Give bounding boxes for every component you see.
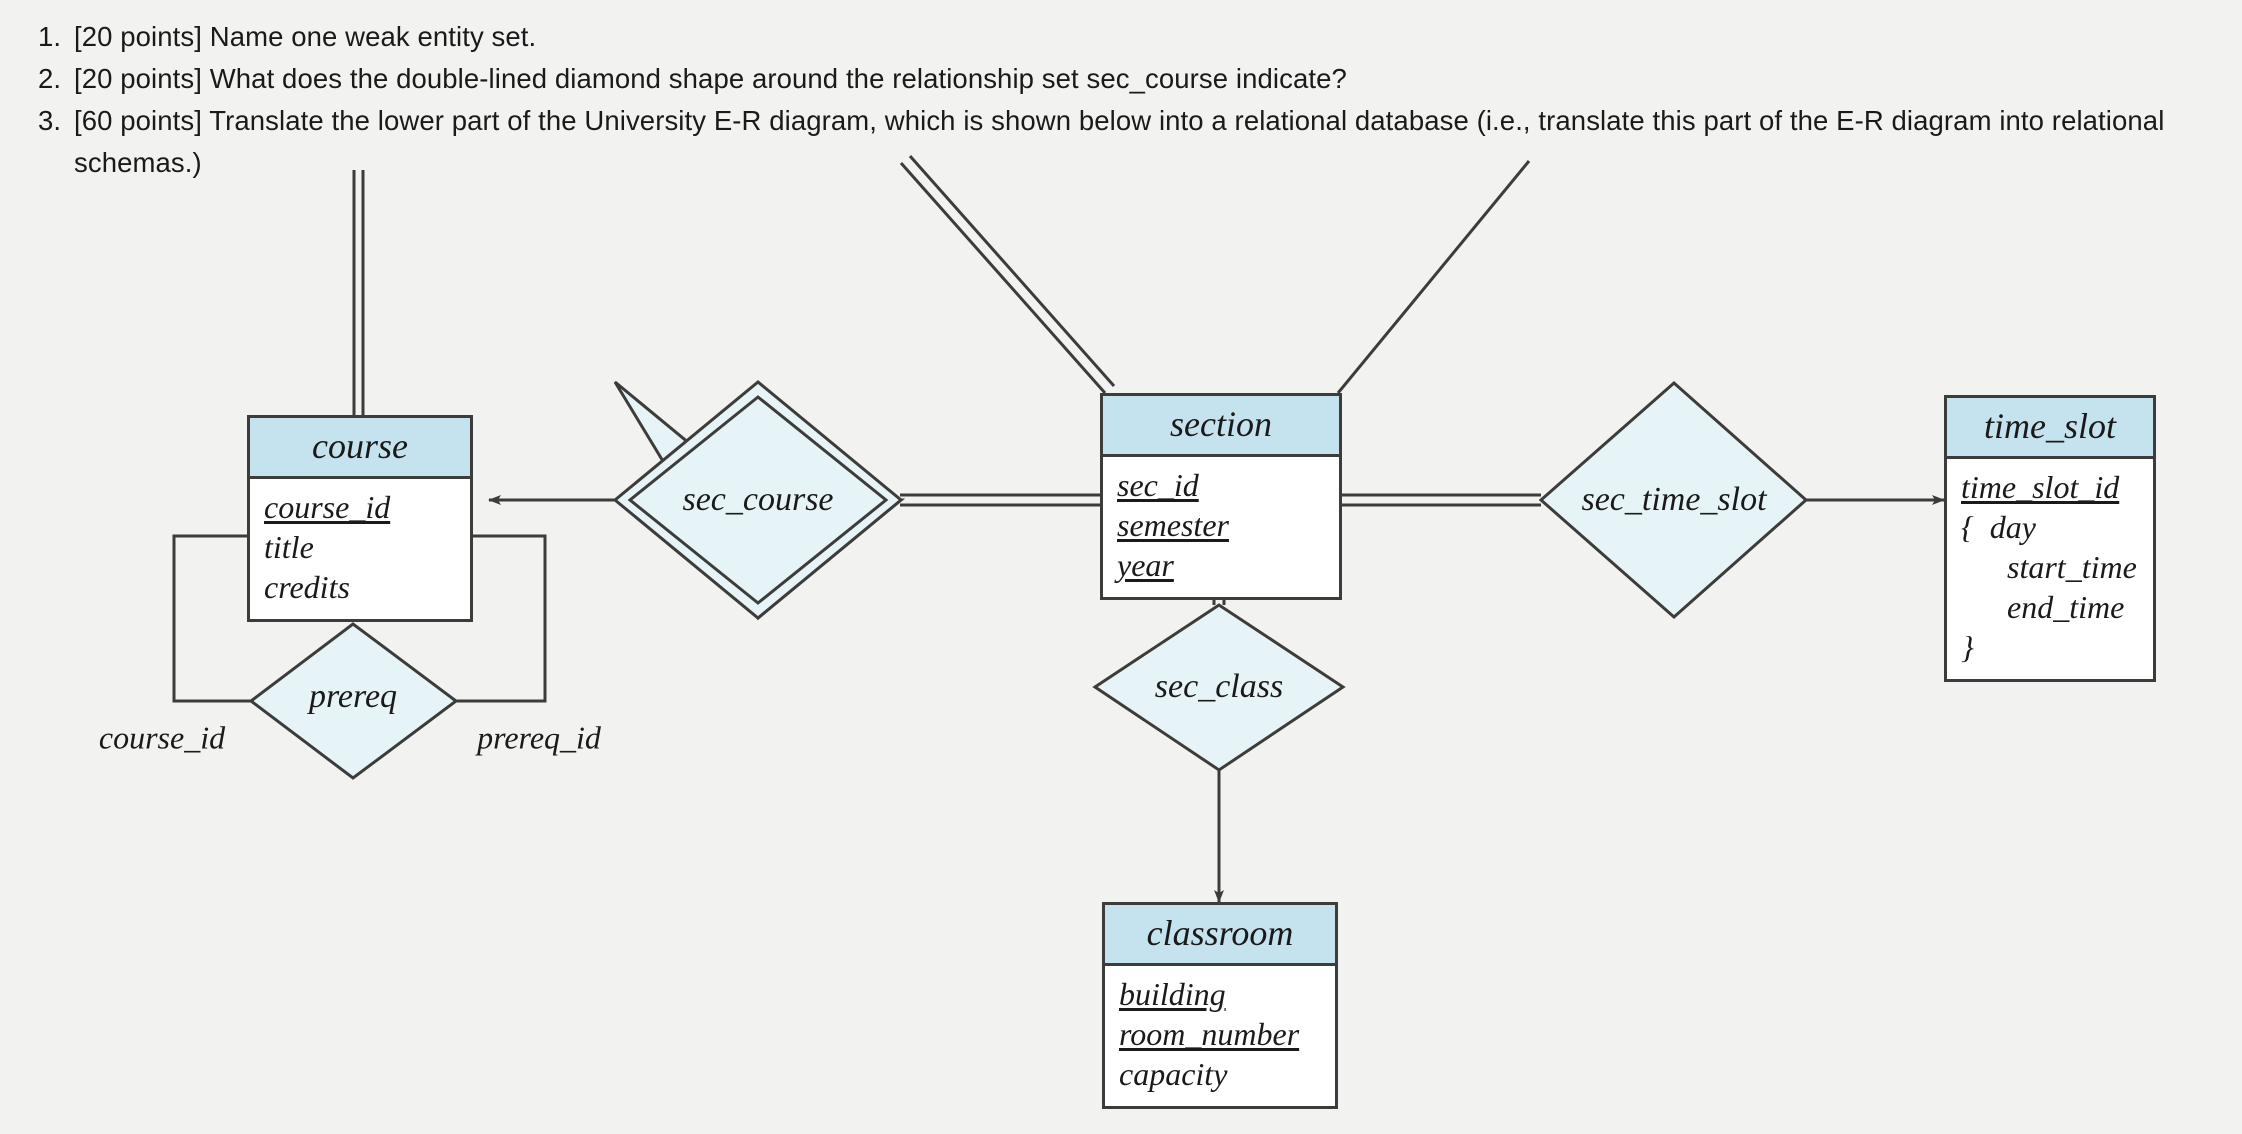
attribute-multivalued-close: } bbox=[1961, 629, 1974, 665]
question-list: 1. [20 points] Name one weak entity set.… bbox=[38, 16, 2198, 184]
attribute-building: building bbox=[1119, 976, 1226, 1012]
entity-course-attributes: course_id title credits bbox=[250, 479, 470, 619]
attribute-title: title bbox=[264, 529, 314, 565]
attribute-room-number: room_number bbox=[1119, 1016, 1300, 1052]
entity-section[interactable]: section sec_id semester year bbox=[1100, 393, 1342, 600]
question-number: 2. bbox=[38, 63, 62, 94]
entity-course[interactable]: course course_id title credits bbox=[247, 415, 473, 622]
entity-classroom[interactable]: classroom building room_number capacity bbox=[1102, 902, 1338, 1109]
line-section-upleft-b bbox=[908, 155, 1116, 387]
question-text: [20 points] What does the double-lined d… bbox=[74, 63, 1347, 94]
question-item: 3. [60 points] Translate the lower part … bbox=[38, 100, 2198, 184]
sec-course-inner-shape bbox=[627, 395, 889, 605]
question-item: 2. [20 points] What does the double-line… bbox=[38, 58, 2198, 100]
entity-classroom-attributes: building room_number capacity bbox=[1105, 966, 1335, 1106]
relationship-prereq[interactable] bbox=[248, 622, 459, 780]
role-label-course-id: course_id bbox=[98, 719, 226, 756]
relationship-sec-time-slot[interactable] bbox=[1538, 380, 1809, 620]
attribute-credits: credits bbox=[264, 569, 350, 605]
line-section-upleft-a bbox=[899, 162, 1107, 394]
attribute-year: year bbox=[1117, 547, 1174, 583]
attribute-sec-id: sec_id bbox=[1117, 467, 1199, 503]
relationship-sec-course[interactable] bbox=[612, 380, 906, 621]
entity-section-title: section bbox=[1103, 396, 1339, 457]
entity-classroom-title: classroom bbox=[1105, 905, 1335, 966]
question-text: [20 points] Name one weak entity set. bbox=[74, 21, 537, 52]
relationship-sec-class[interactable] bbox=[1092, 603, 1346, 772]
attribute-capacity: capacity bbox=[1119, 1056, 1228, 1092]
er-diagram: sec_course sec_time_slot sec_class prere… bbox=[0, 150, 2242, 1134]
question-text: [60 points] Translate the lower part of … bbox=[74, 105, 2173, 178]
entity-section-attributes: sec_id semester year bbox=[1103, 457, 1339, 597]
question-number: 1. bbox=[38, 21, 62, 52]
attribute-course-id: course_id bbox=[264, 489, 391, 525]
attribute-end-time: end_time bbox=[2007, 589, 2125, 625]
attribute-day: { day bbox=[1961, 509, 2036, 545]
entity-time-slot[interactable]: time_slot time_slot_id { day start_time … bbox=[1944, 395, 2156, 682]
attribute-time-slot-id: time_slot_id bbox=[1961, 469, 2120, 505]
entity-time-slot-title: time_slot bbox=[1947, 398, 2153, 459]
attribute-start-time: start_time bbox=[2007, 549, 2137, 585]
attribute-semester: semester bbox=[1117, 507, 1229, 543]
role-label-prereq-id: prereq_id bbox=[477, 719, 601, 756]
entity-course-title: course bbox=[250, 418, 470, 479]
er-diagram-lines bbox=[172, 155, 1945, 903]
question-item: 1. [20 points] Name one weak entity set. bbox=[38, 16, 2198, 58]
question-number: 3. bbox=[38, 105, 62, 136]
line-course-to-prereq-right bbox=[456, 534, 547, 703]
line-course-to-prereq-left bbox=[172, 534, 251, 703]
line-section-upright bbox=[1336, 160, 1531, 394]
entity-time-slot-attributes: time_slot_id { day start_time end_time } bbox=[1947, 459, 2153, 679]
